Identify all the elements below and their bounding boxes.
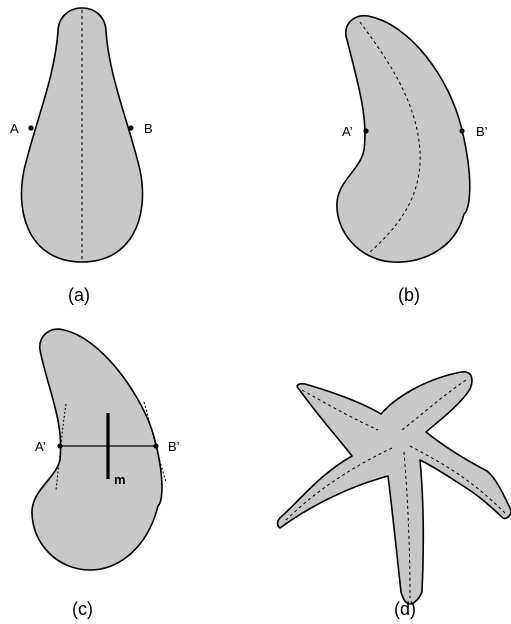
point-a-prime-label: A’ — [342, 124, 353, 139]
panel-a: A B (a) — [10, 8, 153, 305]
point-a-dot — [28, 125, 33, 130]
point-a-prime-label-c: A’ — [35, 439, 46, 454]
bent-shape-c — [32, 329, 162, 570]
point-b-prime-dot — [459, 128, 464, 133]
point-b-prime-dot-c — [153, 443, 158, 448]
point-b-prime-label: B’ — [476, 124, 488, 139]
bent-shape — [337, 16, 470, 262]
point-b-prime-label-c: B’ — [168, 439, 180, 454]
panel-d: (d) — [278, 372, 511, 619]
caption-b: (b) — [398, 285, 420, 305]
point-b-dot — [128, 125, 133, 130]
caption-c: (c) — [72, 599, 93, 619]
point-a-label: A — [10, 121, 19, 136]
panel-c: A’ B’ m (c) — [32, 329, 180, 619]
point-a-prime-dot-c — [57, 443, 62, 448]
point-a-prime-dot — [363, 128, 368, 133]
point-b-label: B — [144, 121, 153, 136]
caption-a: (a) — [68, 285, 90, 305]
caption-d: (d) — [394, 599, 416, 619]
segment-m-label: m — [114, 472, 126, 487]
panel-b: A’ B’ (b) — [337, 16, 488, 305]
starfish-shape — [278, 372, 511, 604]
